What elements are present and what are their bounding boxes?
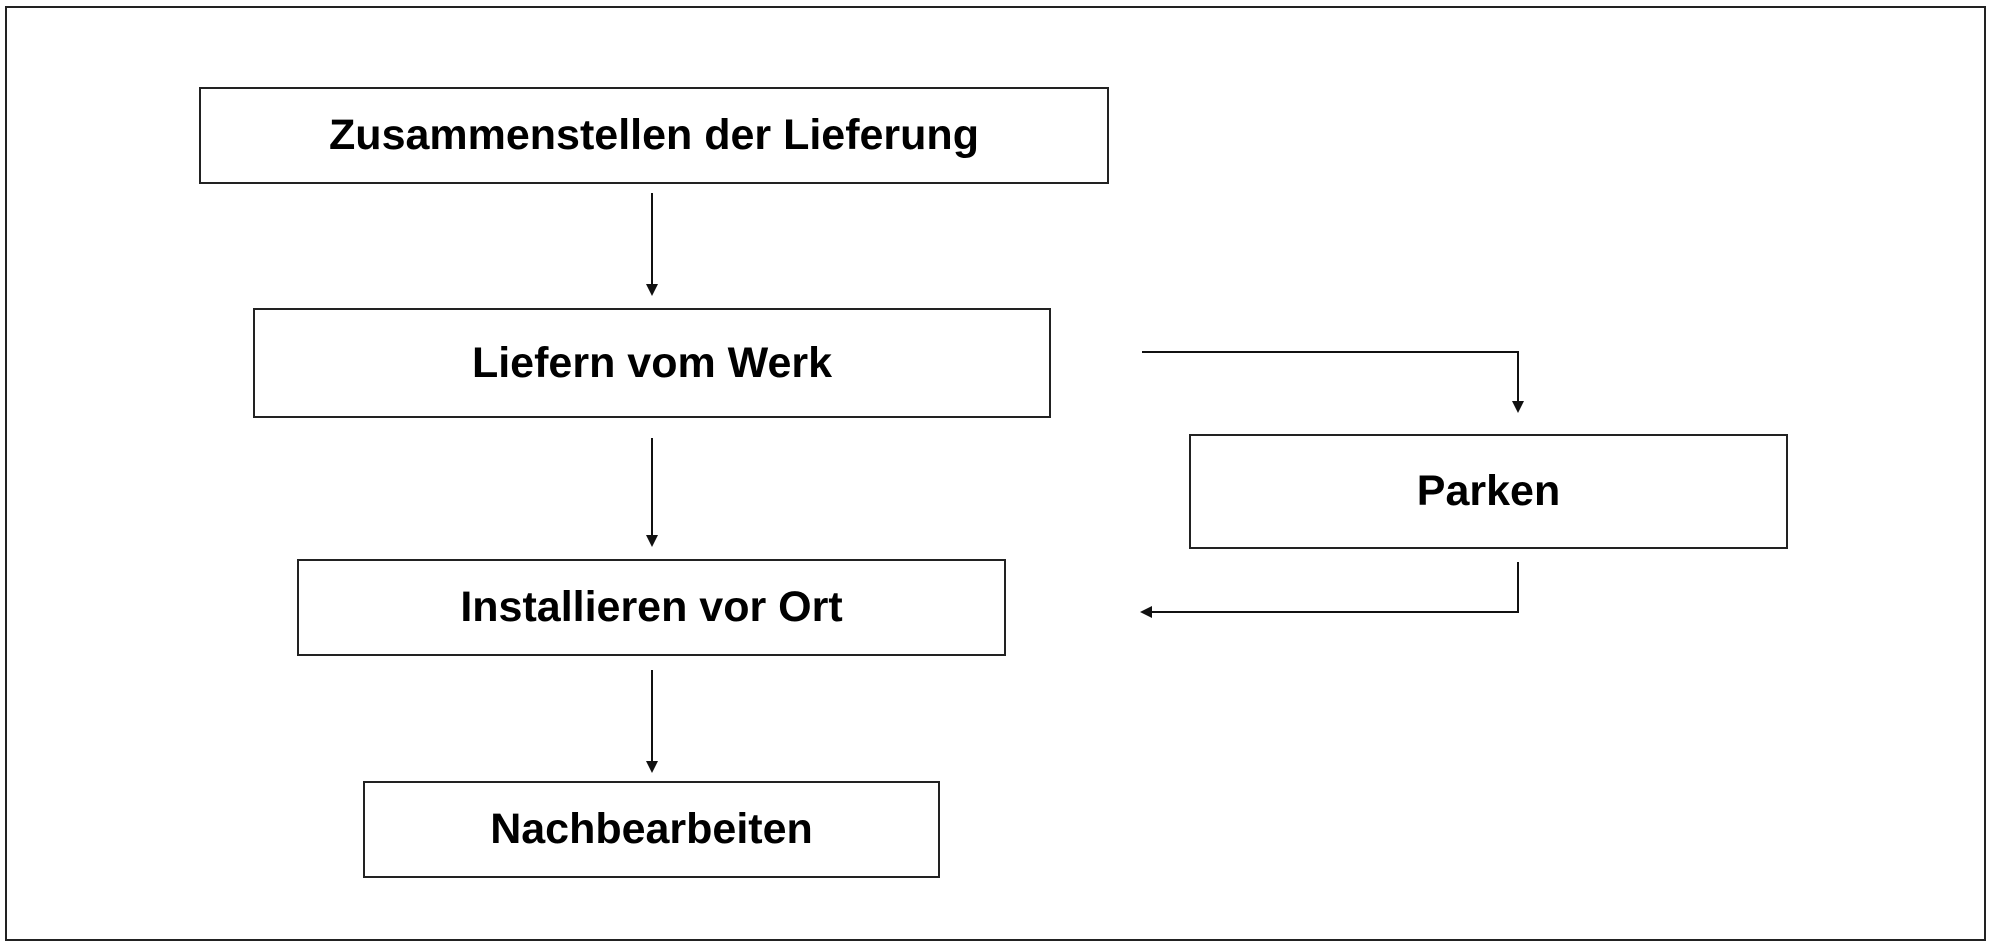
step-box-rework: Nachbearbeiten [363,781,940,878]
step-box-park: Parken [1189,434,1788,549]
step-label-deliver: Liefern vom Werk [471,338,833,387]
step-label-install: Installieren vor Ort [460,583,843,631]
step-box-install: Installieren vor Ort [297,559,1006,656]
arrow-deliver-to-park [1142,351,1524,413]
step-label-rework: Nachbearbeiten [490,805,813,853]
step-label-park: Parken [1416,467,1561,515]
step-box-deliver: Liefern vom Werk [253,308,1051,418]
step-label-assemble: Zusammenstellen der Lieferung [329,111,979,159]
arrow-park-to-install [1140,562,1519,618]
step-box-assemble: Zusammenstellen der Lieferung [199,87,1109,184]
